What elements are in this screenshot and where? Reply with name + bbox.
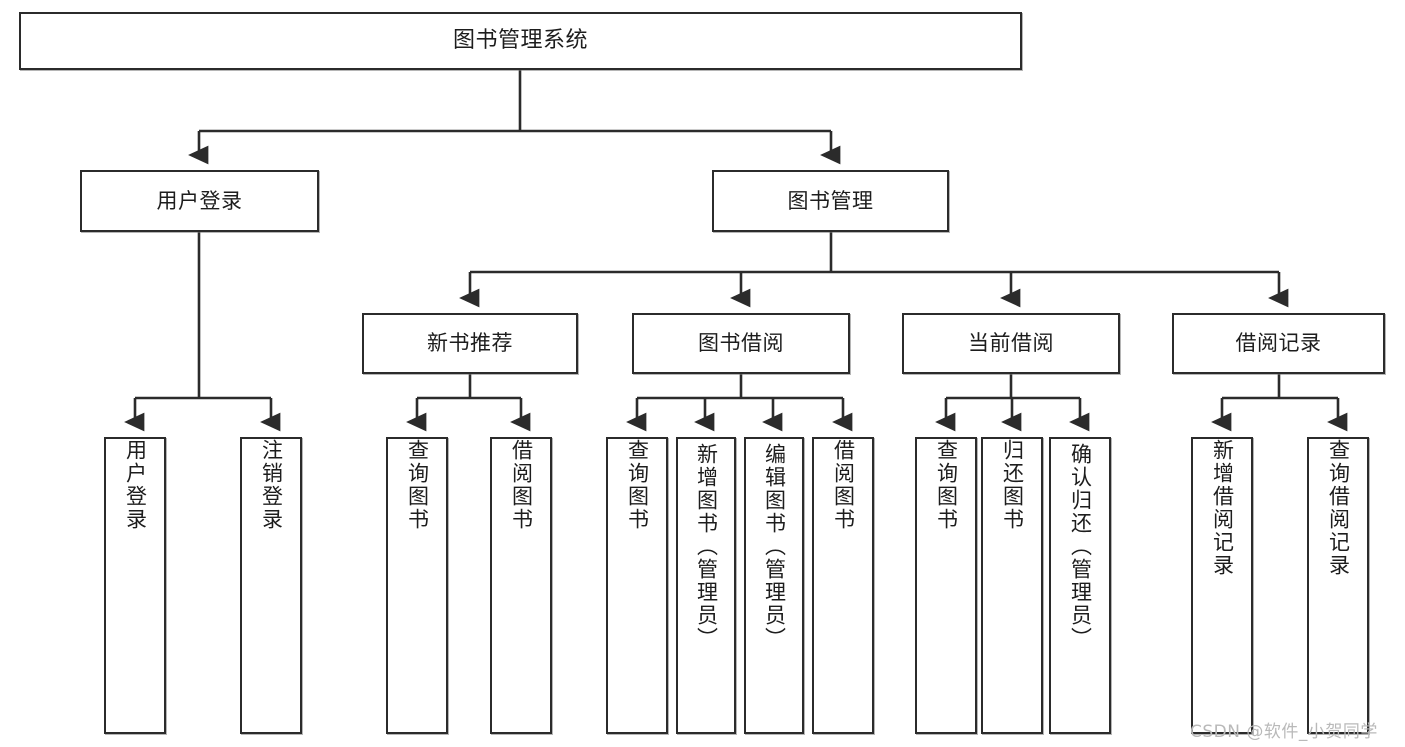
- leaf-query-book-current[interactable]: 查询图书: [915, 437, 977, 734]
- leaf-query-book-borrow[interactable]: 查询图书: [606, 437, 668, 734]
- node-label: 新增借阅记录: [1210, 439, 1235, 577]
- leaf-lend-book[interactable]: 借阅图书: [812, 437, 874, 734]
- node-label: 图书管理: [787, 188, 874, 213]
- node-book-borrow[interactable]: 图书借阅: [632, 313, 850, 374]
- node-book-management[interactable]: 图书管理: [712, 170, 949, 232]
- node-label: 图书借阅: [698, 331, 784, 356]
- leaf-add-borrow-record[interactable]: 新增借阅记录: [1191, 437, 1253, 734]
- node-label: 查询图书: [405, 439, 430, 531]
- node-user-login[interactable]: 用户登录: [80, 170, 319, 232]
- node-label: 注销登录: [259, 439, 284, 531]
- node-label: 查询图书: [625, 439, 650, 531]
- leaf-add-book-admin[interactable]: 新增图书（管理员）: [676, 437, 736, 734]
- node-label: 图书管理系统: [452, 28, 588, 54]
- csdn-watermark: CSDN @软件_小贺同学: [1190, 722, 1378, 742]
- leaf-query-book-recommend[interactable]: 查询图书: [386, 437, 448, 734]
- node-current-borrow[interactable]: 当前借阅: [902, 313, 1120, 374]
- leaf-return-book[interactable]: 归还图书: [981, 437, 1043, 734]
- node-root-system[interactable]: 图书管理系统: [19, 12, 1022, 70]
- node-label: 新书推荐: [427, 331, 513, 356]
- node-label: 借阅记录: [1235, 331, 1322, 356]
- node-label: 归还图书: [1000, 439, 1025, 531]
- node-new-book-recommend[interactable]: 新书推荐: [362, 313, 578, 374]
- leaf-confirm-return-admin[interactable]: 确认归还（管理员）: [1049, 437, 1111, 734]
- node-label: 当前借阅: [968, 331, 1054, 356]
- node-label: 新增图书（管理员）: [694, 443, 719, 650]
- leaf-borrow-book-recommend[interactable]: 借阅图书: [490, 437, 552, 734]
- node-label: 编辑图书（管理员）: [762, 443, 787, 650]
- leaf-user-login[interactable]: 用户登录: [104, 437, 166, 734]
- node-label: 借阅图书: [509, 439, 534, 531]
- node-label: 查询图书: [934, 439, 959, 531]
- node-label: 借阅图书: [831, 439, 856, 531]
- node-borrow-record[interactable]: 借阅记录: [1172, 313, 1385, 374]
- leaf-logout[interactable]: 注销登录: [240, 437, 302, 734]
- node-label: 确认归还（管理员）: [1068, 443, 1093, 650]
- leaf-edit-book-admin[interactable]: 编辑图书（管理员）: [744, 437, 804, 734]
- node-label: 用户登录: [156, 188, 243, 213]
- leaf-query-borrow-record[interactable]: 查询借阅记录: [1307, 437, 1369, 734]
- node-label: 用户登录: [123, 439, 148, 531]
- node-label: 查询借阅记录: [1326, 439, 1351, 577]
